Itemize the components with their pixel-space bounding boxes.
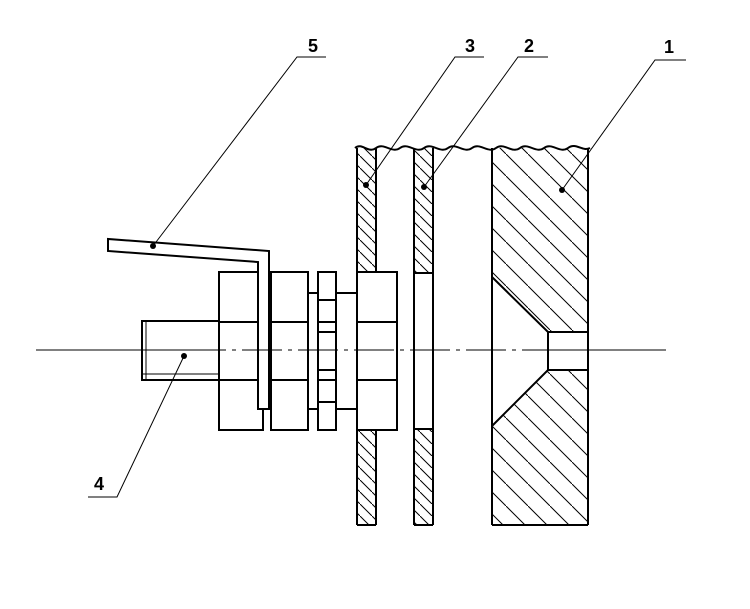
washer xyxy=(317,271,337,431)
nut-middle xyxy=(270,271,309,431)
break-line xyxy=(354,145,591,151)
callout-5-label: 5 xyxy=(308,36,318,56)
callout-4-label: 4 xyxy=(94,474,104,494)
nut-on-plate xyxy=(356,271,398,431)
part-2-plate xyxy=(413,148,434,526)
conical-cavity xyxy=(492,277,588,426)
part-1-body xyxy=(491,148,589,526)
part-5-bracket xyxy=(107,237,270,410)
leader-lines xyxy=(88,56,686,498)
callout-1-label: 1 xyxy=(664,37,674,57)
nut-left xyxy=(218,271,264,431)
callout-3-label: 3 xyxy=(465,36,475,56)
callout-2-label: 2 xyxy=(524,36,534,56)
